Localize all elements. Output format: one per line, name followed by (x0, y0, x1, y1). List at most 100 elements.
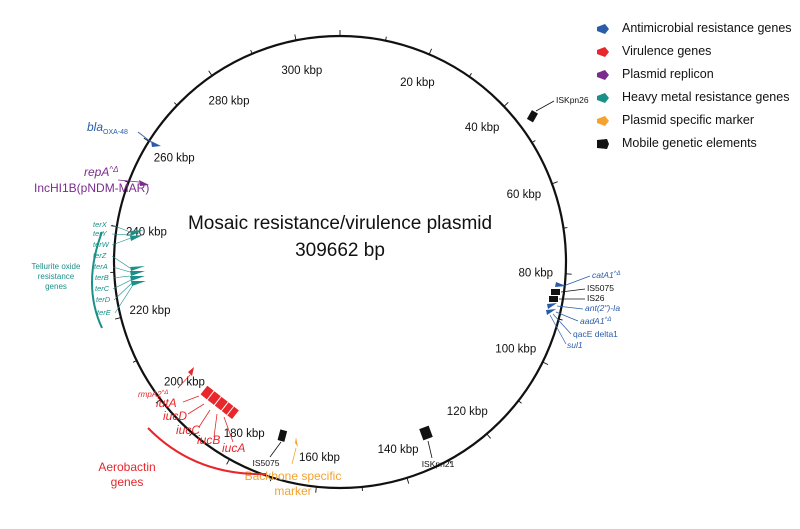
is5075-b-leader (269, 441, 282, 458)
iskpn21-label: ISKpn21 (422, 459, 455, 469)
bla-name: bla (87, 120, 103, 134)
iskpn21-block (419, 425, 433, 441)
iucB-label: iucB (197, 433, 220, 447)
catA1-leader (565, 275, 591, 286)
terB-label: terB (95, 273, 109, 282)
tick-label: 160 kbp (299, 452, 340, 464)
tick-mark (315, 486, 317, 493)
iutA-block (200, 385, 214, 400)
terW-label: terW (93, 240, 110, 249)
legend-label: Mobile genetic elements (622, 136, 757, 150)
tick-mark (558, 318, 563, 321)
tick-label: 280 kbp (209, 95, 250, 107)
backbone-marker-leader (291, 447, 297, 465)
tick-mark (531, 140, 536, 144)
legend-label: Heavy metal resistance genes (622, 90, 790, 104)
backbone-marker-label-2: marker (274, 484, 311, 498)
legend-swatch-heavy-metal (596, 92, 610, 104)
tick-label: 60 kbp (507, 189, 542, 201)
bla-arrow (151, 141, 161, 147)
resistance-cluster: catA1^Δ IS5075 IS26 ant(2")-Ia aadA1^Δ q… (546, 270, 621, 350)
legend-label: Plasmid replicon (622, 67, 714, 81)
tick-mark (385, 36, 387, 41)
iucD-label: iucD (163, 409, 187, 423)
tick-mark (406, 477, 410, 484)
catA1-label: catA1^Δ (592, 270, 621, 280)
is5075-a-block (551, 289, 560, 295)
tick-mark (551, 181, 558, 185)
mge-iskpn21: ISKpn21 (419, 425, 455, 469)
iucC-leader (198, 409, 211, 428)
legend: Antimicrobial resistance genes Virulence… (596, 20, 796, 158)
backbone-marker-arrow (295, 437, 298, 447)
aadA1-label: aadA1^Δ (580, 316, 611, 326)
repA-sup: ^Δ (109, 165, 118, 174)
terB-leader (112, 275, 131, 279)
ant-leader (556, 305, 584, 310)
is5075-a-leader (560, 288, 586, 293)
tick-mark (518, 400, 522, 404)
tick-label: 20 kbp (400, 77, 435, 89)
legend-label: Plasmid specific marker (622, 113, 754, 127)
qacE-leader (552, 313, 572, 335)
tick-mark (269, 477, 272, 482)
tick-label: 260 kbp (154, 152, 195, 164)
aadA1-arrow (546, 309, 556, 315)
iskpn21-leader (427, 440, 433, 459)
tick-label: 120 kbp (447, 406, 488, 418)
terE-label: terE (97, 308, 112, 317)
terW-leader (111, 237, 132, 246)
sul1-leader (549, 314, 567, 345)
repA-label: repA^Δ (84, 165, 118, 179)
iucA-block (227, 406, 239, 420)
sul1-label: sul1 (567, 340, 583, 350)
legend-label: Virulence genes (622, 44, 712, 58)
tick-label: 240 kbp (126, 226, 167, 238)
iucD-block (207, 391, 221, 405)
backbone-marker-label-1: Backbone specific (245, 469, 342, 483)
bla-leader (137, 131, 152, 143)
rmpA2-leader (177, 374, 191, 389)
legend-swatch-marker (596, 115, 610, 127)
tellurite-label-2: resistance (38, 272, 75, 281)
iucB-leader (213, 413, 218, 438)
tick-mark (468, 73, 472, 77)
aadA1-sup: ^Δ (605, 317, 612, 323)
legend-swatch-virulence (596, 46, 610, 58)
terY-arrow (130, 235, 143, 241)
tick-mark (189, 432, 193, 437)
is5075-a-label: IS5075 (587, 283, 614, 293)
terZ-label: terZ (93, 251, 107, 260)
rmpA2-arrow (188, 367, 194, 376)
aerobactin-label-2: genes (111, 475, 144, 489)
aerobactin-bracket (147, 427, 267, 476)
terB-arrow (130, 276, 145, 281)
tick-mark (428, 48, 432, 55)
iucD-leader (187, 403, 205, 415)
legend-label: Antimicrobial resistance genes (622, 21, 792, 35)
iskpn26-label: ISKpn26 (556, 95, 589, 105)
is5075-b-label: IS5075 (253, 458, 280, 468)
catA1-sup: ^Δ (614, 271, 621, 277)
terY-label: terY (93, 229, 108, 238)
terY-leader (111, 233, 131, 236)
bla-label: blaOXA-48 (87, 120, 128, 136)
rmpA2-name: rmpA2 (138, 390, 162, 399)
iskpn26-block (526, 110, 538, 123)
tick-mark (173, 102, 178, 106)
aadA1-name: aadA1 (580, 316, 605, 326)
tellurite-label-1: Tellurite oxide (32, 262, 81, 271)
repA-arrow (139, 180, 149, 186)
terA-label: terA (94, 262, 108, 271)
aerobactin-label-1: Aerobactin (98, 460, 155, 474)
is26-block (549, 296, 558, 302)
repA-leader (117, 179, 140, 183)
aerobactin-blocks (200, 385, 239, 420)
legend-item-virulence: Virulence genes (596, 43, 796, 66)
legend-swatch-mobile (596, 138, 610, 150)
is26-label: IS26 (587, 293, 605, 303)
tellurite-label-3: genes (45, 282, 67, 291)
rmpA2-sup: ^Δ (162, 390, 169, 396)
tick-mark (143, 137, 150, 142)
